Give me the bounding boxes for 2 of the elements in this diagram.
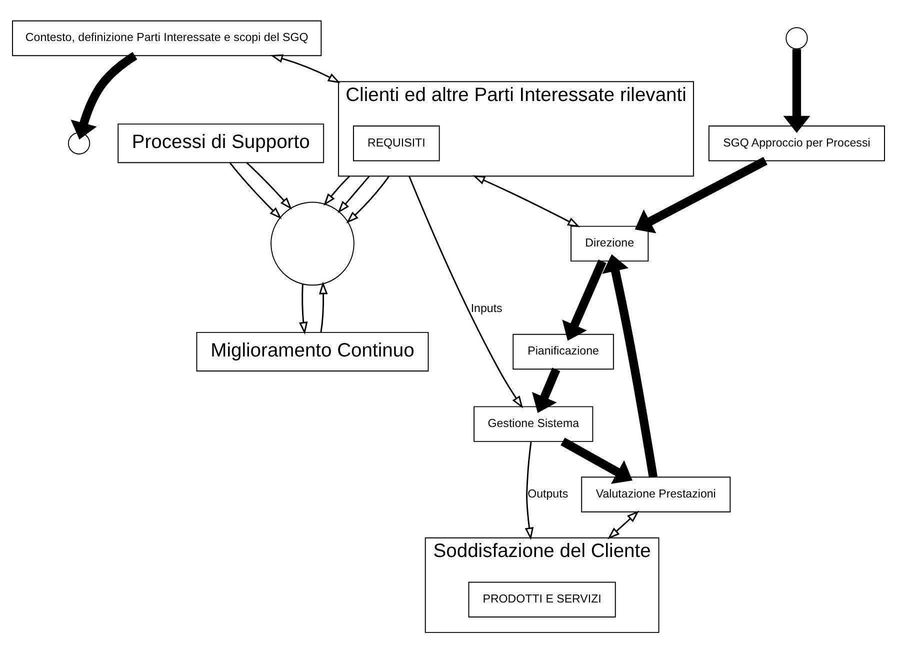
edge-label: Inputs: [470, 302, 502, 315]
edge-label: Outputs: [528, 488, 568, 500]
